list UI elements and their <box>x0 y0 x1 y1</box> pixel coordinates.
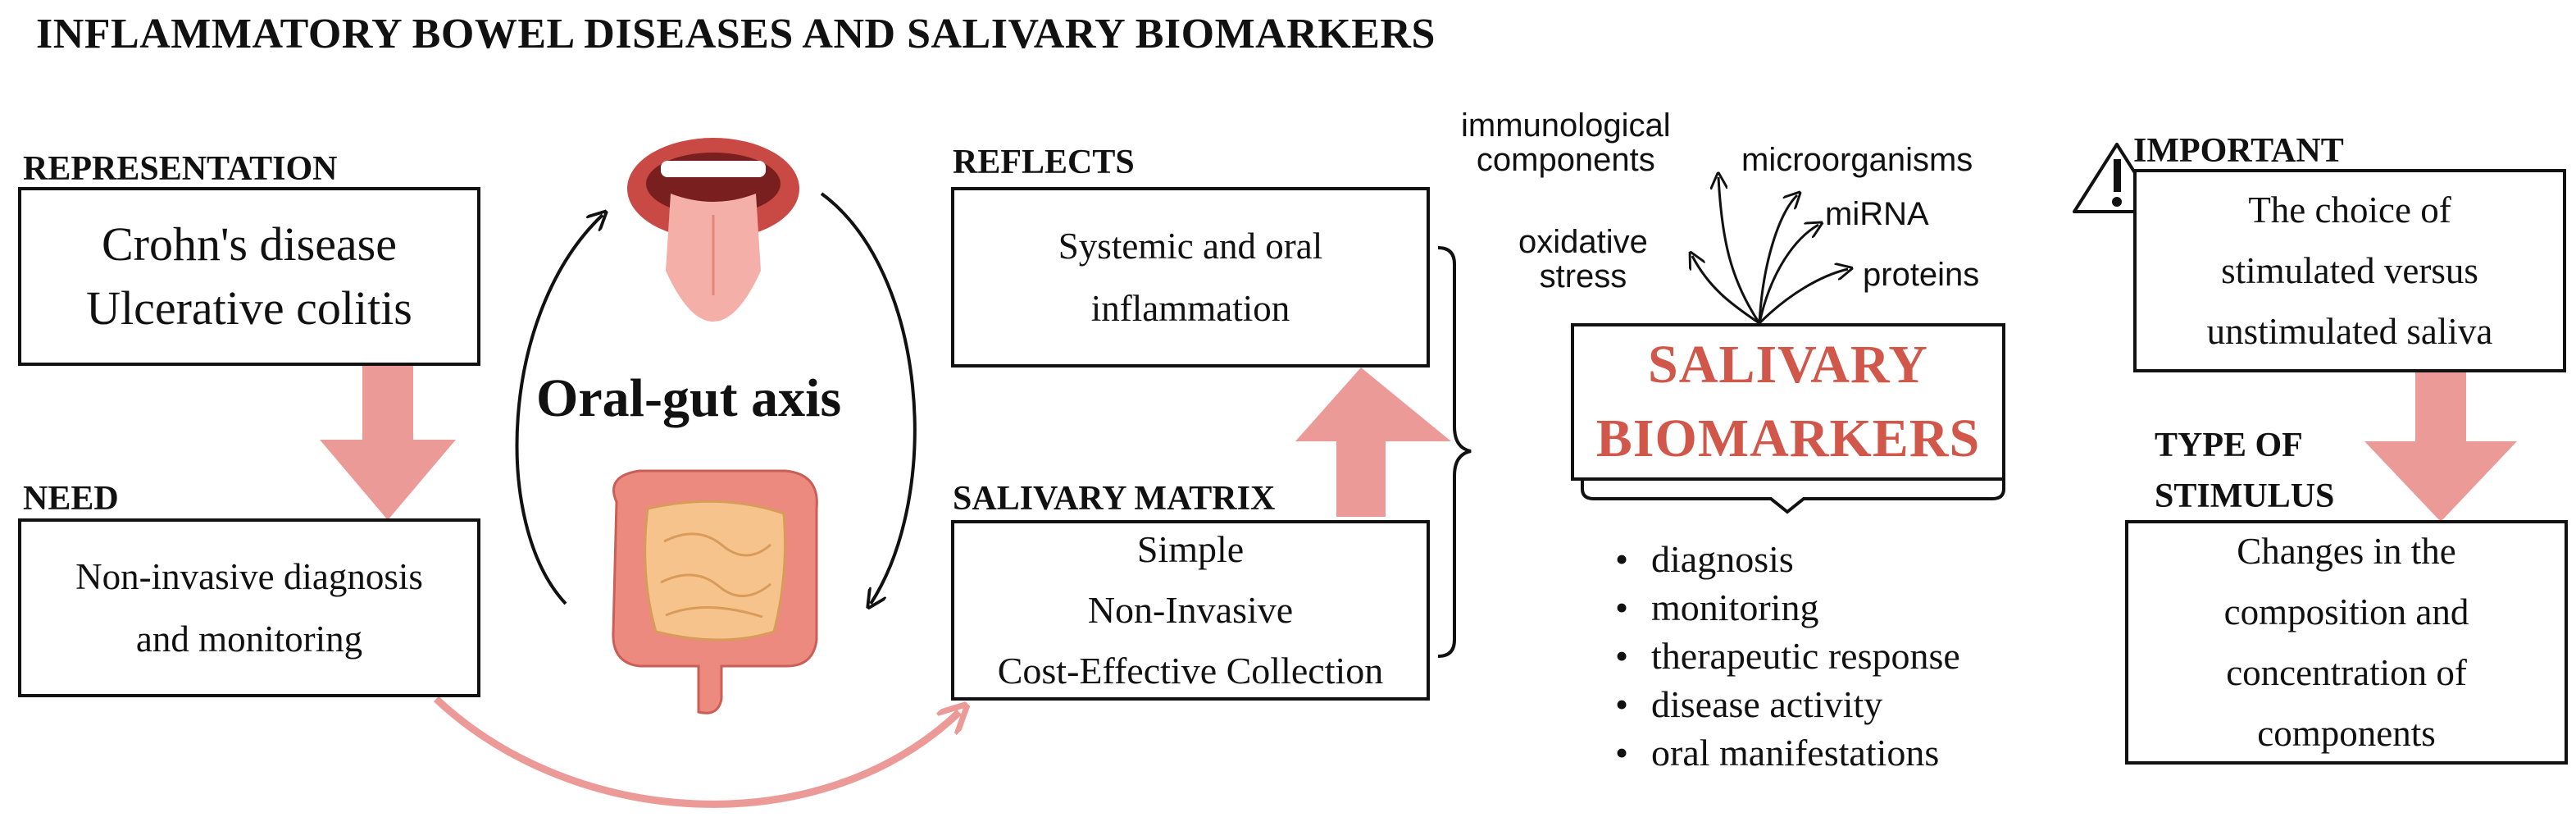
representation-line: Crohn's disease <box>101 217 397 271</box>
down-arrow-right <box>2364 372 2517 522</box>
need-label: NEED <box>23 480 119 518</box>
salivary-biomarkers-box: SALIVARY BIOMARKERS <box>1571 323 2005 481</box>
arrow-microorganisms <box>1758 195 1797 324</box>
use-item: disease activity <box>1615 680 1960 728</box>
page-title: INFLAMMATORY BOWEL DISEASES AND SALIVARY… <box>36 11 1436 57</box>
need-box: Non-invasive diagnosis and monitoring <box>18 518 480 697</box>
reflects-line: inflammation <box>1090 288 1290 329</box>
salivary-matrix-box: Simple Non-Invasive Cost-Effective Colle… <box>951 520 1430 701</box>
use-item: oral manifestations <box>1615 728 1960 777</box>
up-arrow-middle <box>1295 368 1451 517</box>
important-line: The choice of <box>2248 189 2451 231</box>
immunological-line: immunological <box>1461 107 1671 144</box>
stimulus-line: Changes in the <box>2237 531 2456 572</box>
reflects-box: Systemic and oral inflammation <box>951 187 1430 368</box>
oxidative-stress-label: oxidative stress <box>1518 225 1648 294</box>
reflects-label: REFLECTS <box>953 144 1135 181</box>
arrow-proteins <box>1758 269 1848 325</box>
microorganisms-label: microorganisms <box>1741 142 1973 178</box>
salivary-biomarkers-line: BIOMARKERS <box>1595 409 1981 468</box>
mouth-icon <box>627 138 799 322</box>
important-box: The choice of stimulated versus unstimul… <box>2133 169 2566 372</box>
oral-gut-axis-label: Oral-gut axis <box>536 368 842 428</box>
bracket-right <box>1437 246 1472 658</box>
immunological-components-label: immunological components <box>1461 108 1671 177</box>
salivary-matrix-label: SALIVARY MATRIX <box>953 480 1276 518</box>
important-label: IMPORTANT <box>2133 132 2344 170</box>
down-arrow-left <box>320 366 456 520</box>
intestine-icon <box>612 469 818 714</box>
matrix-line: Simple <box>1136 528 1245 570</box>
oxidative-line: oxidative <box>1518 224 1648 260</box>
stimulus-box: Changes in the composition and concentra… <box>2125 520 2568 765</box>
representation-label: REPRESENTATION <box>23 150 338 188</box>
stimulus-line: concentration of <box>2226 652 2467 693</box>
curved-arrow-bottom <box>433 696 959 808</box>
matrix-line: Cost-Effective Collection <box>997 650 1384 692</box>
need-line: and monitoring <box>135 619 363 660</box>
mirna-label: miRNA <box>1825 196 1929 232</box>
brace-bottom <box>1581 477 2005 514</box>
arrow-immunological <box>1718 177 1761 324</box>
reflects-line: Systemic and oral <box>1058 226 1323 267</box>
type-of-stimulus-label: TYPE OF STIMULUS <box>2155 420 2334 522</box>
representation-line: Ulcerative colitis <box>86 281 412 335</box>
cycle-arrow-left <box>515 215 603 605</box>
important-line: unstimulated saliva <box>2206 311 2493 352</box>
matrix-line: Non-Invasive <box>1087 589 1294 631</box>
use-item: therapeutic response <box>1615 632 1960 680</box>
use-item: diagnosis <box>1615 535 1960 583</box>
arrow-oxidative <box>1692 256 1760 325</box>
oxidative-line: stress <box>1539 258 1627 294</box>
need-line: Non-invasive diagnosis <box>75 556 423 597</box>
stimulus-line: composition and <box>2223 591 2469 632</box>
stimulus-label-line: TYPE OF <box>2155 427 2303 464</box>
immunological-line: components <box>1476 142 1655 178</box>
stimulus-label-line: STIMULUS <box>2155 477 2335 515</box>
uses-list: diagnosis monitoring therapeutic respons… <box>1615 535 1960 777</box>
cycle-arrow-right <box>820 192 917 604</box>
proteins-label: proteins <box>1863 257 1980 293</box>
arrow-mirna <box>1758 225 1818 324</box>
stimulus-line: components <box>2257 713 2436 754</box>
representation-box: Crohn's disease Ulcerative colitis <box>18 187 480 366</box>
salivary-biomarkers-line: SALIVARY <box>1648 335 1928 395</box>
use-item: monitoring <box>1615 583 1960 632</box>
important-line: stimulated versus <box>2221 250 2478 291</box>
